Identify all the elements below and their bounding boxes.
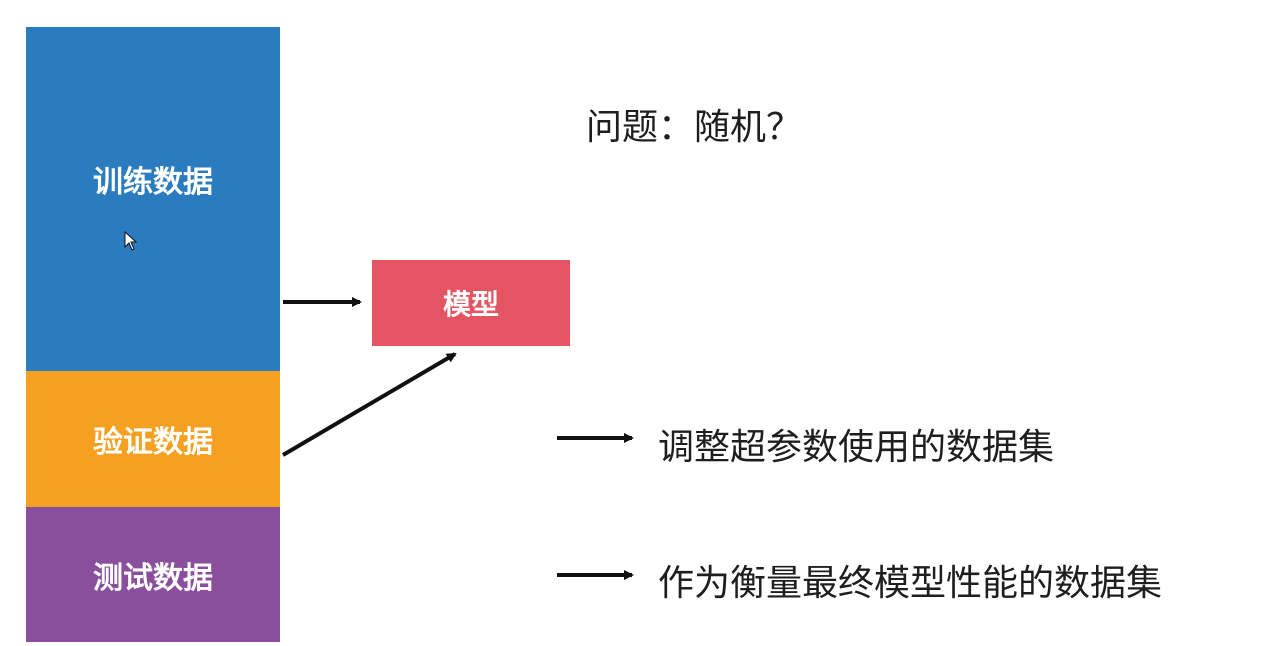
validation-data-block: 验证数据 (26, 371, 280, 507)
validation-to-model-arrow (281, 352, 457, 457)
test-data-label: 测试数据 (93, 560, 213, 596)
test-description: 作为衡量最终模型性能的数据集 (658, 563, 1163, 604)
training-data-label: 训练数据 (93, 165, 213, 200)
model-box: 模型 (372, 260, 570, 346)
model-label: 模型 (442, 288, 499, 321)
question-text: 问题：随机？ (586, 107, 803, 148)
validation-data-label: 验证数据 (93, 425, 213, 460)
test-data-block: 测试数据 (26, 507, 280, 642)
training-data-block: 训练数据 (26, 27, 280, 371)
validation-description: 调整超参数使用的数据集 (658, 427, 1055, 468)
mouse-pointer-icon (124, 231, 138, 251)
